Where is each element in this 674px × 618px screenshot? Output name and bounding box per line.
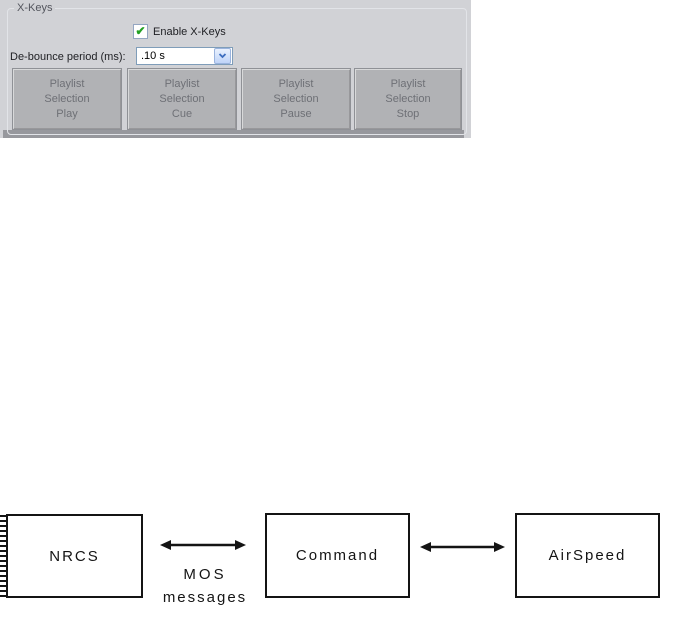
- node-label: Command: [295, 547, 380, 564]
- messages-label-line: messages: [162, 589, 248, 606]
- xkeys-groupbox: [7, 8, 467, 135]
- button-line: Play: [56, 107, 78, 120]
- checkmark-icon: ✔: [135, 24, 146, 38]
- button-line: Playlist: [390, 77, 426, 90]
- button-line: Selection: [159, 92, 205, 105]
- debounce-period-label: De-bounce period (ms):: [10, 51, 126, 63]
- button-line: Selection: [273, 92, 319, 105]
- command-airspeed-double-arrow-icon: [420, 542, 505, 552]
- button-line: Playlist: [278, 77, 314, 90]
- nrcs-torn-edge: [0, 515, 7, 597]
- dropdown-button[interactable]: [214, 48, 231, 64]
- button-line: Playlist: [49, 77, 85, 90]
- xkeys-settings-panel: X-Keys ✔ Enable X-Keys De-bounce period …: [0, 0, 471, 138]
- xkeys-group-title: X-Keys: [14, 2, 56, 14]
- nrcs-command-double-arrow-icon: [160, 540, 246, 550]
- button-line: Playlist: [164, 77, 200, 90]
- playlist-selection-play-button[interactable]: Playlist Selection Play: [12, 68, 122, 130]
- enable-xkeys-label: Enable X-Keys: [153, 26, 226, 38]
- diagram-node-nrcs: NRCS: [6, 514, 143, 598]
- button-line: Pause: [280, 107, 312, 120]
- mos-label-line: MOS: [183, 566, 227, 583]
- debounce-period-select[interactable]: .10 s: [136, 47, 233, 65]
- playlist-selection-stop-button[interactable]: Playlist Selection Stop: [354, 68, 462, 130]
- diagram-node-airspeed: AirSpeed: [515, 513, 660, 598]
- chevron-down-icon: [218, 53, 227, 59]
- node-label: AirSpeed: [548, 547, 627, 564]
- button-line: Cue: [171, 107, 193, 120]
- button-line: Selection: [385, 92, 431, 105]
- playlist-selection-cue-button[interactable]: Playlist Selection Cue: [127, 68, 237, 130]
- button-line: Selection: [44, 92, 90, 105]
- playlist-selection-pause-button[interactable]: Playlist Selection Pause: [241, 68, 351, 130]
- mos-messages-label: MOS messages: [148, 563, 262, 609]
- button-line: Stop: [396, 107, 420, 120]
- debounce-period-value: .10 s: [141, 50, 165, 62]
- enable-xkeys-checkbox[interactable]: ✔: [133, 24, 148, 39]
- node-label: NRCS: [49, 547, 100, 565]
- diagram-node-command: Command: [265, 513, 410, 598]
